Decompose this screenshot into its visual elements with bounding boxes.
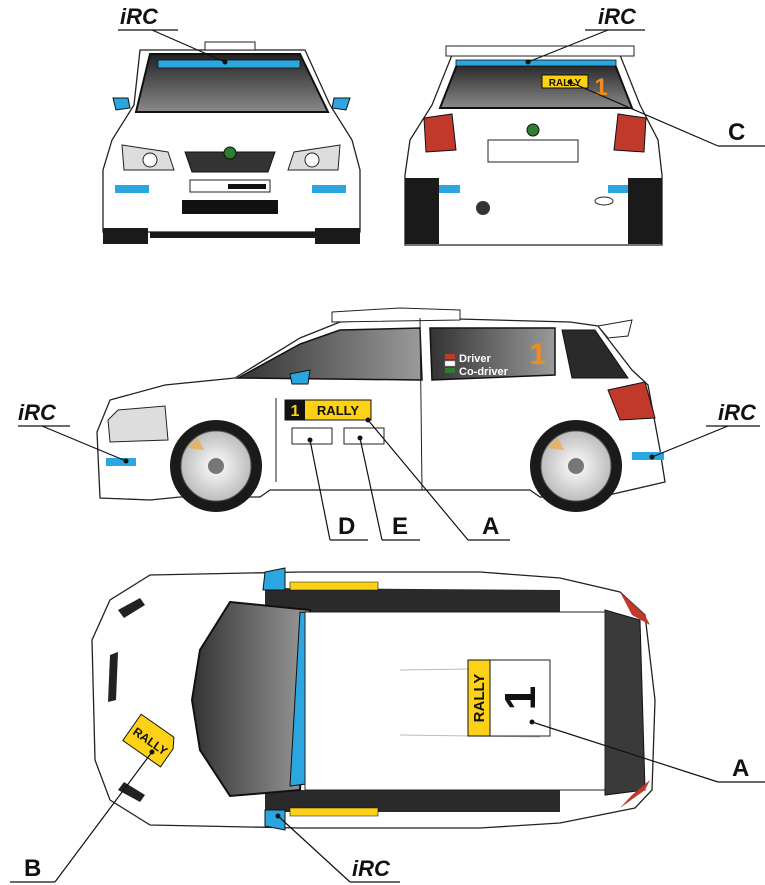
callout-e: E xyxy=(392,513,408,540)
irc-label-side-rear: iRC xyxy=(718,400,757,425)
top-view: RALLY 1 RALLY xyxy=(91,567,656,831)
irc-label-rear: iRC xyxy=(598,4,637,29)
front-view xyxy=(102,41,361,244)
callout-b: B xyxy=(24,855,41,882)
top-left-mirror xyxy=(262,567,286,591)
front-left-irc-stripe xyxy=(115,185,149,193)
callout-a-top: A xyxy=(732,755,749,782)
irc-label-side-front: iRC xyxy=(18,400,57,425)
side-plate-text: RALLY xyxy=(317,403,359,418)
irc-label-top-mirror: iRC xyxy=(352,856,391,881)
rear-skoda-badge xyxy=(526,123,540,137)
side-panel-e xyxy=(343,427,385,445)
side-view: Driver Co-driver 1 1 RALLY xyxy=(96,307,666,512)
front-right-irc-stripe xyxy=(312,185,346,193)
crew-codriver: Co-driver xyxy=(459,366,509,378)
side-panel-d xyxy=(291,427,333,445)
rear-left-irc-stripe xyxy=(428,185,460,193)
crew-driver: Driver xyxy=(459,353,492,365)
front-right-mirror xyxy=(331,97,351,111)
callout-lines xyxy=(10,29,765,883)
roof-start-number: 1 xyxy=(496,686,545,710)
roof-plate-text: RALLY xyxy=(471,674,488,723)
front-windshield-stripe xyxy=(157,59,301,69)
rear-window-stripe xyxy=(455,59,617,67)
callout-c: C xyxy=(728,119,745,146)
callout-a-side: A xyxy=(482,513,499,540)
irc-label-front: iRC xyxy=(120,4,159,29)
rear-right-irc-stripe xyxy=(608,185,640,193)
side-window-start-number: 1 xyxy=(530,338,547,371)
roof-rally-plate: RALLY 1 xyxy=(467,659,551,737)
side-plate-start-number: 1 xyxy=(291,403,300,420)
side-rear-irc-stripe xyxy=(632,452,664,460)
rear-view: RALLY 1 xyxy=(404,45,663,246)
callout-d: D xyxy=(338,513,355,540)
front-skoda-badge xyxy=(223,146,237,160)
front-left-mirror xyxy=(112,97,131,111)
side-front-irc-stripe xyxy=(106,458,136,466)
callout-dots xyxy=(123,59,655,819)
rear-rally-plate-text: RALLY xyxy=(549,78,582,89)
side-mirror xyxy=(289,369,311,385)
